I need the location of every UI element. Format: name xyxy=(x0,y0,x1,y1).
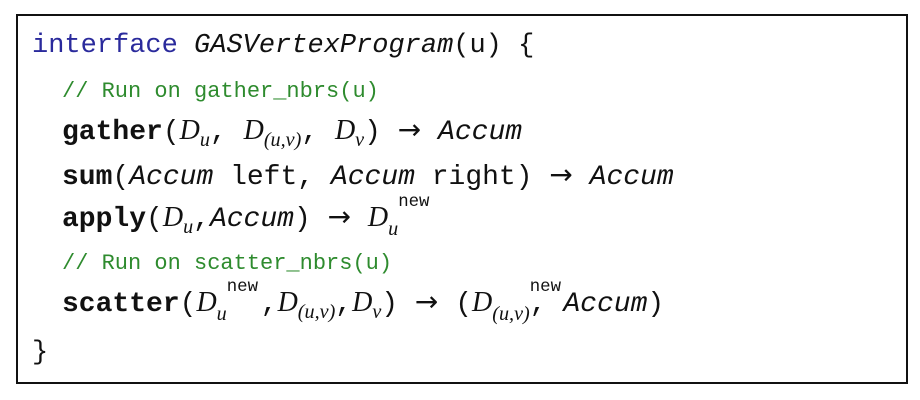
gather-fn: gather xyxy=(62,117,163,148)
sum-arg1: left, xyxy=(230,162,315,193)
sum-type2: Accum xyxy=(330,162,415,193)
apply-d1: Du xyxy=(162,202,194,239)
gather-arrow: → xyxy=(397,113,422,146)
scatter-d2: D(u,v) xyxy=(277,287,336,324)
sum-fn: sum xyxy=(62,162,113,193)
gather-line: gather(Du, D(u,v), Dv) → Accum xyxy=(62,113,523,152)
apply-type: Accum xyxy=(209,204,294,235)
gather-comment: // Run on gather_nbrs(u) xyxy=(62,79,379,104)
scatter-r1: D(u,v)new xyxy=(472,278,562,326)
scatter-comment: // Run on scatter_nbrs(u) xyxy=(62,251,393,276)
sum-open-paren: ( xyxy=(112,162,130,193)
gather-d2: D(u,v) xyxy=(243,115,302,152)
apply-close-paren: ) xyxy=(293,204,311,235)
gather-close-paren: ) xyxy=(364,117,381,148)
sum-line: sum(Accum left, Accum right) → Accum xyxy=(62,161,674,192)
gather-open-paren: ( xyxy=(162,117,180,148)
apply-arrow: → xyxy=(327,200,352,233)
scatter-comma2: , xyxy=(335,289,353,320)
gather-comma1: , xyxy=(209,117,227,148)
border-tick-left xyxy=(16,156,18,166)
sum-arg2: right) xyxy=(431,162,533,193)
close-brace: } xyxy=(32,338,49,368)
gather-d3: Dv xyxy=(334,115,365,152)
sum-arrow: → xyxy=(549,158,573,191)
sum-return: Accum xyxy=(589,162,674,193)
interface-line: interface GASVertexProgram(u) { xyxy=(32,33,534,60)
scatter-close-paren: ) xyxy=(381,289,399,320)
gather-comma2: , xyxy=(301,117,319,148)
gather-return: Accum xyxy=(438,117,523,148)
scatter-comma1: , xyxy=(260,289,278,320)
scatter-open-paren: ( xyxy=(179,289,197,320)
border-tick-right xyxy=(906,156,908,166)
apply-open-paren: ( xyxy=(146,204,163,235)
apply-fn: apply xyxy=(62,204,147,235)
scatter-d3: Dv xyxy=(352,287,382,324)
border-tick-left-2 xyxy=(16,322,18,332)
open-brace: { xyxy=(518,31,535,61)
scatter-arrow: → xyxy=(414,285,439,318)
code-box xyxy=(16,14,908,384)
scatter-return-open: ( xyxy=(455,289,473,320)
program-name: GASVertexProgram xyxy=(194,31,454,61)
scatter-return-comma: , xyxy=(529,289,547,320)
scatter-fn: scatter xyxy=(62,289,180,320)
interface-keyword: interface xyxy=(32,31,178,61)
apply-comma: , xyxy=(193,204,210,235)
scatter-r2: Accum xyxy=(563,289,648,320)
border-tick-right-2 xyxy=(906,322,908,332)
gather-d1: Du xyxy=(179,115,210,152)
program-params: (u) xyxy=(453,31,502,61)
scatter-return-close: ) xyxy=(647,289,665,320)
sum-type1: Accum xyxy=(129,162,214,193)
